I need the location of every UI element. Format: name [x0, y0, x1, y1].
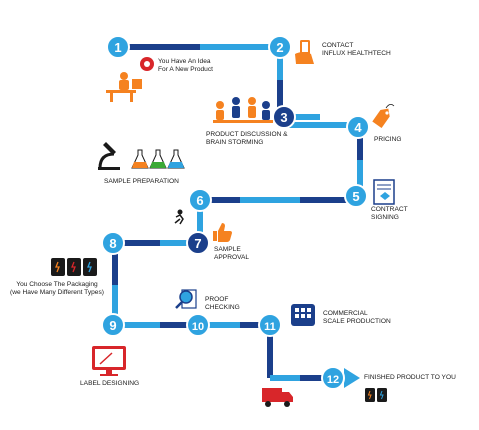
- step-5-label: CONTRACT SIGNING: [371, 206, 408, 222]
- step-6-label: SAMPLE PREPARATION: [104, 178, 179, 186]
- step-3-label-line1: PRODUCT DISCUSSION &: [206, 131, 288, 138]
- node-11-number: 11: [264, 321, 276, 333]
- step-4-label-line1: PRICING: [374, 136, 402, 143]
- node-8: 8: [101, 231, 125, 255]
- node-7-number: 7: [194, 236, 201, 251]
- packaging-jars-icon: [51, 258, 97, 276]
- step-11-label-line1: COMMERCIAL: [323, 310, 368, 317]
- node-12-number: 12: [327, 374, 339, 386]
- node-7: 7: [186, 231, 210, 255]
- step-9-label: LABEL DESIGNING: [80, 380, 139, 388]
- person-at-desk-with-idea-icon: [106, 57, 154, 102]
- node-12: 12: [321, 366, 345, 390]
- node-4-number: 4: [354, 120, 362, 135]
- step-2-label-line1: CONTACT: [322, 42, 354, 49]
- node-2-number: 2: [276, 40, 283, 55]
- step-6-label-line1: SAMPLE PREPARATION: [104, 178, 179, 185]
- step-8-label-line2: (we Have Many Different Types): [10, 289, 104, 296]
- process-path: [112, 44, 363, 381]
- node-3: 3: [272, 105, 296, 129]
- node-9: 9: [101, 313, 125, 337]
- finished-product-jars-icon: [365, 388, 387, 402]
- contract-handshake-icon: [373, 179, 395, 205]
- thumbs-up-icon: [213, 223, 232, 242]
- step-2-label: CONTACT INFLUX HEALTHTECH: [322, 42, 391, 58]
- node-5-number: 5: [352, 189, 359, 204]
- node-10-number: 10: [192, 321, 204, 333]
- step-10-label-line1: PROOF: [205, 296, 229, 303]
- node-5: 5: [344, 184, 368, 208]
- step-1-label-line1: You Have An Idea: [158, 58, 211, 65]
- node-8-number: 8: [109, 236, 116, 251]
- node-11: 11: [258, 313, 282, 337]
- node-3-number: 3: [280, 110, 287, 125]
- node-9-number: 9: [109, 318, 116, 333]
- step-3-label: PRODUCT DISCUSSION & BRAIN STORMING: [206, 131, 288, 147]
- step-1-label-line2: For A New Product: [158, 66, 213, 73]
- node-6: 6: [188, 188, 212, 212]
- lab-microscope-flasks-icon: [98, 142, 185, 170]
- magnifier-document-icon: [175, 289, 197, 309]
- step-11-label: COMMERCIAL SCALE PRODUCTION: [323, 310, 391, 326]
- factory-building-icon: [291, 304, 315, 326]
- step-8-label: You Choose The Packaging (we Have Many D…: [2, 281, 112, 297]
- step-7-label-line1: SAMPLE: [214, 246, 241, 253]
- step-12-label: FINISHED PRODUCT TO YOU: [364, 374, 456, 382]
- step-3-label-line2: BRAIN STORMING: [206, 139, 264, 146]
- step-10-label-line2: CHECKING: [205, 304, 240, 311]
- path-end-arrow-icon: [344, 368, 360, 388]
- hand-holding-phone-icon: [295, 40, 314, 64]
- node-10: 10: [186, 313, 210, 337]
- step-2-label-line2: INFLUX HEALTHTECH: [322, 50, 391, 57]
- node-2: 2: [268, 35, 292, 59]
- step-8-label-line1: You Choose The Packaging: [16, 281, 98, 288]
- step-10-label: PROOF CHECKING: [205, 296, 240, 312]
- node-6-number: 6: [196, 193, 203, 208]
- step-7-label: SAMPLE APPROVAL: [214, 246, 249, 262]
- node-4: 4: [346, 115, 370, 139]
- monitor-pen-icon: [92, 346, 126, 376]
- meeting-people-icon: [213, 97, 273, 123]
- step-5-label-line2: SIGNING: [371, 214, 399, 221]
- step-12-label-line1: FINISHED PRODUCT TO YOU: [364, 374, 456, 381]
- step-4-label: PRICING: [374, 136, 401, 144]
- step-5-label-line1: CONTRACT: [371, 206, 408, 213]
- running-person-icon: [174, 209, 184, 225]
- node-1: 1: [106, 35, 130, 59]
- step-1-label: You Have An Idea For A New Product: [158, 58, 213, 74]
- node-1-number: 1: [114, 40, 121, 55]
- step-9-label-line1: LABEL DESIGNING: [80, 380, 140, 387]
- step-11-label-line2: SCALE PRODUCTION: [323, 318, 391, 325]
- price-tag-icon: [372, 104, 395, 129]
- step-7-label-line2: APPROVAL: [214, 254, 250, 261]
- delivery-truck-icon: [262, 388, 293, 407]
